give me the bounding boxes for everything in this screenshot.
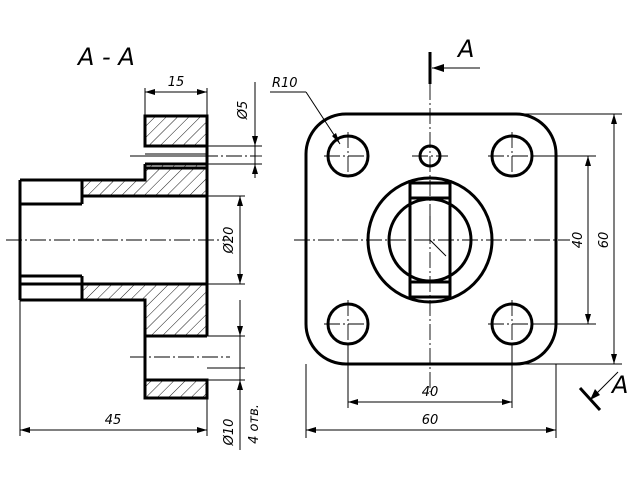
dim-r10-label: R10 xyxy=(272,76,298,91)
dim-overall-h: 60 xyxy=(305,364,557,438)
dim-h40-label: 40 xyxy=(422,385,439,400)
dim-h60-label: 60 xyxy=(422,413,439,428)
dim-radius: R10 xyxy=(270,76,341,145)
section-outline xyxy=(18,114,209,400)
dim-dia-20: Ø20 xyxy=(222,196,243,284)
flange-plate-outline xyxy=(304,112,558,366)
section-thin-lines xyxy=(19,88,262,436)
dim-45-label: 45 xyxy=(105,413,122,428)
dim-holes: Ø10 4 отв. xyxy=(222,300,262,450)
section-marker-top: A xyxy=(428,35,480,84)
dim-dia-5: Ø5 xyxy=(236,82,258,178)
section-marker-label-lower: A xyxy=(610,371,628,399)
bolt-hole-top-left xyxy=(326,134,370,178)
small-hole xyxy=(418,144,442,168)
section-centerlines xyxy=(6,155,262,358)
dim-dia10-label: Ø10 xyxy=(222,419,237,447)
holes-count-label: 4 отв. xyxy=(247,404,262,444)
dim-overall-v: 60 xyxy=(516,113,622,365)
dim-length-45: 45 xyxy=(20,413,207,433)
dim-15-label: 15 xyxy=(168,75,185,90)
section-view: A - A xyxy=(6,43,262,450)
front-centerlines xyxy=(294,84,570,392)
dim-bolt-spacing-v: 40 xyxy=(532,155,596,325)
dim-dia5-label: Ø5 xyxy=(236,101,251,121)
dim-bolt-spacing-h: 40 xyxy=(347,344,513,408)
dim-v40-label: 40 xyxy=(571,232,586,249)
dim-v60-label: 60 xyxy=(597,232,612,249)
section-marker-label: A xyxy=(456,35,474,63)
section-hatching xyxy=(82,116,207,398)
dim-dia20-label: Ø20 xyxy=(222,227,237,255)
dim-width-15: 15 xyxy=(145,75,207,95)
section-marker-bottom: A xyxy=(578,371,628,412)
section-title: A - A xyxy=(76,43,135,71)
front-view: A A xyxy=(270,35,628,438)
central-boss xyxy=(366,176,494,304)
